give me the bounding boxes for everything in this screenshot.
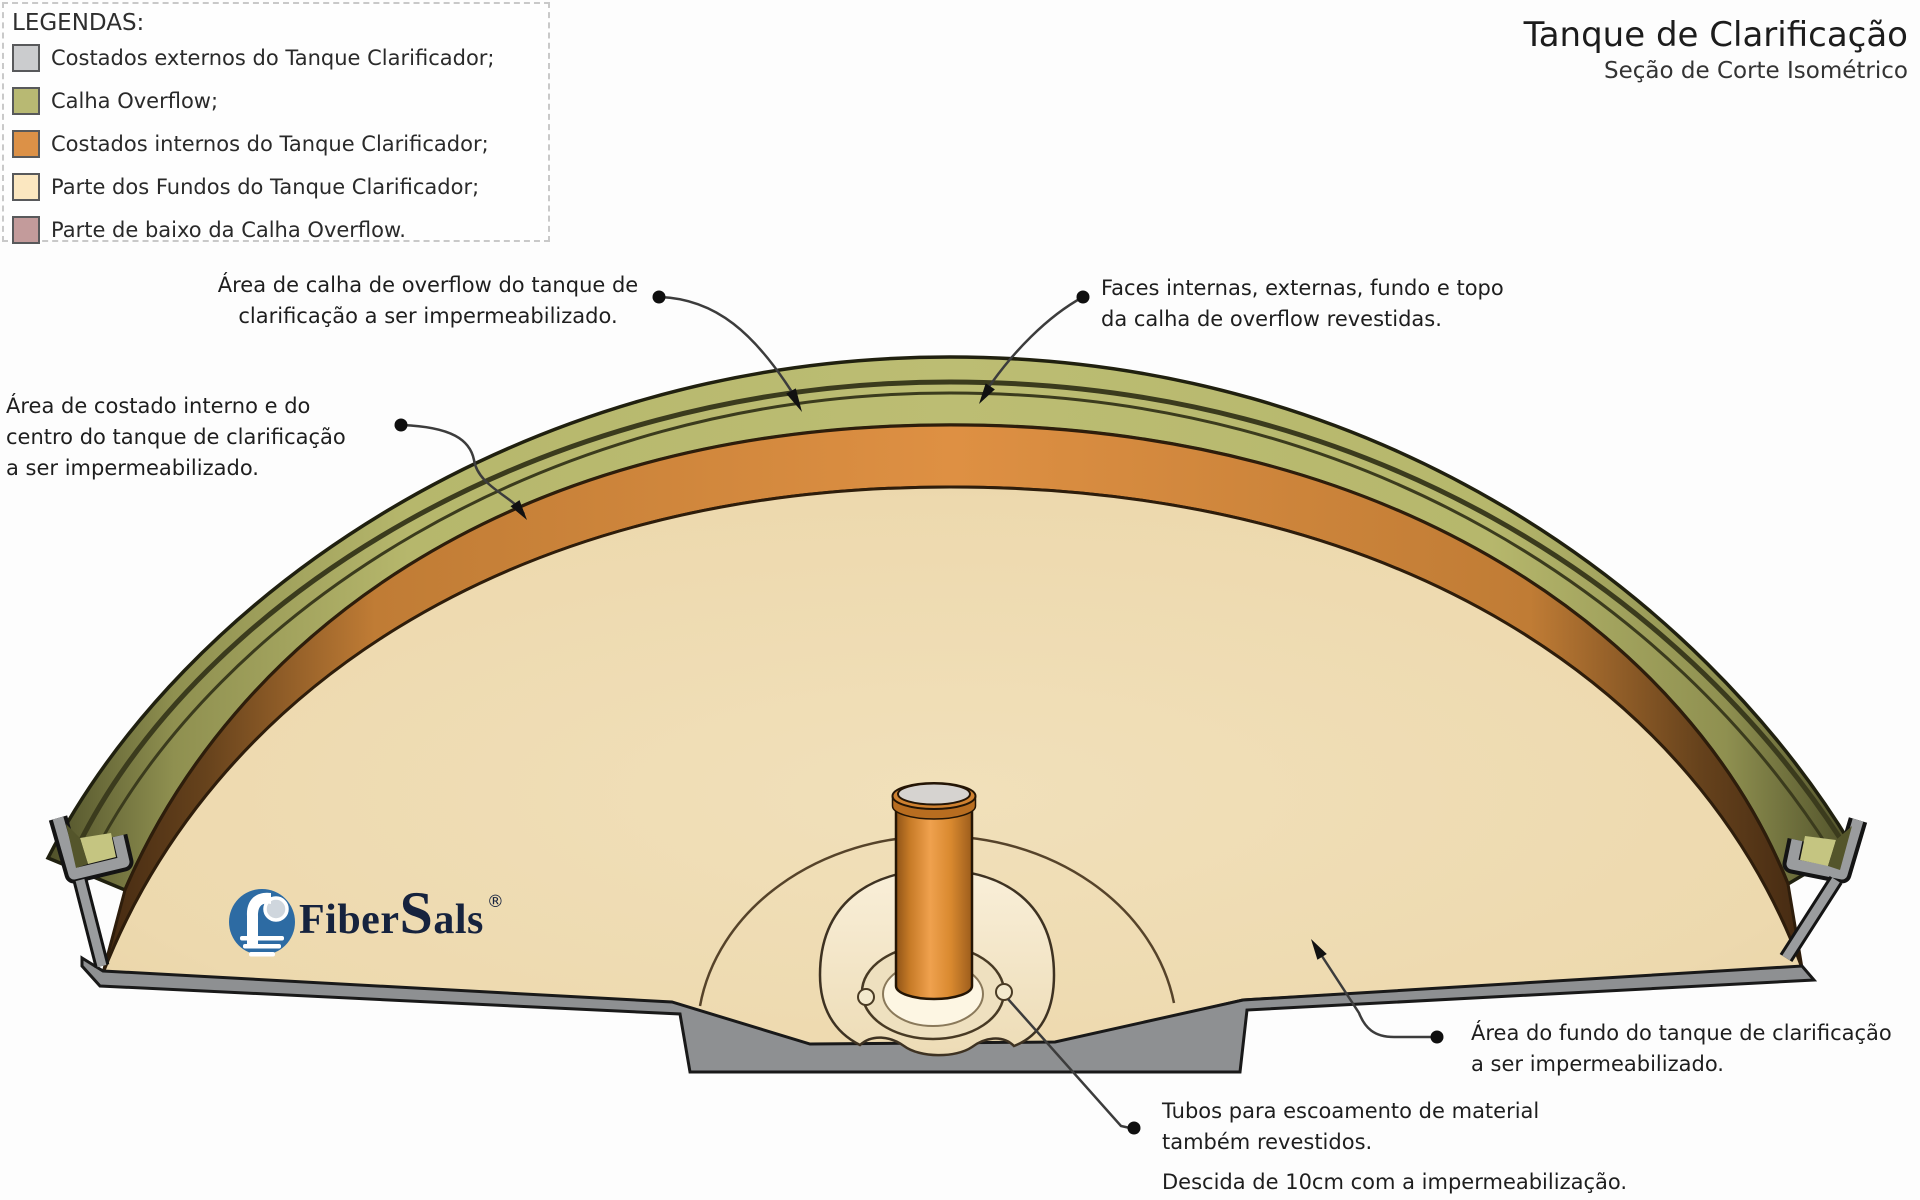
annotation-fundo: Área do fundo do tanque de clarificação … [1471, 1021, 1892, 1076]
legend-item-baixo-calha: Parte de baixo da Calha Overflow. [12, 216, 548, 244]
leader-fundo [1316, 949, 1436, 1039]
leader-faces-calha [982, 295, 1084, 395]
leader-lines [401, 295, 1436, 1130]
legend-heading: LEGENDAS: [12, 10, 145, 36]
leader-dots [394, 290, 1444, 1135]
drain-hole-right [995, 983, 1013, 1001]
legend-item-calha-overflow: Calha Overflow; [12, 87, 548, 115]
fibersals-logo-icon [229, 889, 295, 957]
center-pipe [891, 782, 977, 1001]
tank-floor [100, 485, 1805, 1048]
swatch-tank-floor [12, 173, 40, 201]
left-wall-cut-profile [48, 815, 134, 968]
leader-tubos [1007, 998, 1131, 1130]
leader-arrowheads [510, 383, 1327, 960]
legend-item-fundos: Parte dos Fundos do Tanque Clarificador; [12, 173, 548, 201]
pipe-opening [897, 782, 971, 806]
title-block: Tanque de Clarificação Seção de Corte Is… [1524, 16, 1908, 86]
page-subtitle: Seção de Corte Isométrico [1604, 58, 1908, 84]
right-wall-cut-profile [1779, 817, 1868, 963]
pipe-body [894, 800, 974, 1001]
swatch-overflow-channel [12, 87, 40, 115]
channel-groove-outer [75, 379, 1843, 848]
annotation-tubos: Tubos para escoamento de material também… [1162, 1099, 1628, 1194]
legend-item-costados-externos: Costados externos do Tanque Clarificador… [12, 44, 548, 72]
leader-costado-interno [401, 423, 526, 515]
swatch-channel-underside [12, 216, 40, 244]
legend: LEGENDAS: Costados externos do Tanque Cl… [2, 2, 550, 244]
registered-mark: ® [486, 892, 504, 912]
annotation-costado-interno: Área de costado interno e do centro do t… [6, 394, 346, 480]
swatch-internal-wall [12, 130, 40, 158]
swatch-external-wall [12, 44, 40, 72]
leader-calha-area [659, 295, 799, 401]
channel-groove-inner [90, 391, 1832, 859]
page-title: Tanque de Clarificação [1523, 15, 1908, 55]
annotation-calha-area: Área de calha de overflow do tanque de c… [217, 273, 639, 328]
legend-item-costados-internos: Costados internos do Tanque Clarificador… [12, 130, 548, 158]
drain-hole-left [857, 988, 875, 1006]
annotation-faces-calha: Faces internas, externas, fundo e topo d… [1101, 276, 1504, 331]
